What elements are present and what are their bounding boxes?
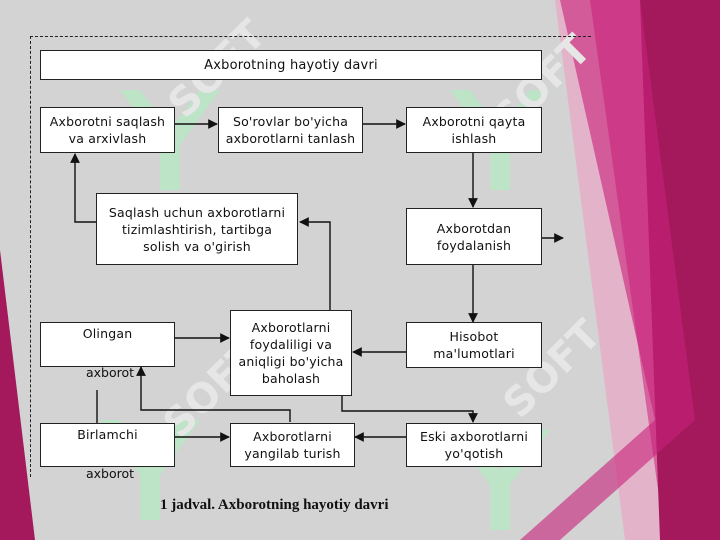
node-birlamchi-sublabel: axborot	[85, 466, 135, 481]
node-olingan: Olingan	[40, 322, 175, 367]
node-saqlash: Axborotni saqlash va arxivlash	[40, 107, 175, 153]
arrow-yangilab-to-olingan	[136, 366, 291, 422]
node-foydalanish: Axborotdan foydalanish	[406, 208, 542, 265]
node-tizim: Saqlash uchun axborotlarni tizimlashtiri…	[96, 193, 298, 265]
node-sorovlar: So'rovlar bo'yicha axborotlarni tanlash	[218, 107, 363, 153]
node-hisobot: Hisobot ma'lumotlari	[406, 322, 542, 368]
node-yangilab: Axborotlarni yangilab turish	[230, 423, 355, 467]
node-qayta: Axborotni qayta ishlash	[406, 107, 542, 153]
diagram-title-box: Axborotning hayotiy davri	[40, 50, 542, 80]
arrow-tizim-to-saqlash	[70, 153, 96, 223]
node-olingan-sublabel: axborot	[85, 365, 135, 380]
diagram-frame	[30, 36, 591, 477]
node-baholash: Axborotlarni foydaliligi va aniqligi bo'…	[230, 310, 352, 396]
figure-caption: 1 jadval. Axborotning hayotiy davri	[160, 497, 389, 513]
arrow-baholash-to-eski	[341, 396, 478, 423]
arrow-baholash-to-tizim	[299, 217, 331, 310]
node-eski: Eski axborotlarni yo'qotish	[406, 423, 542, 467]
left-accent-shape	[0, 250, 35, 540]
node-birlamchi: Birlamchi	[40, 423, 175, 467]
right-arrow-shape	[520, 0, 695, 540]
